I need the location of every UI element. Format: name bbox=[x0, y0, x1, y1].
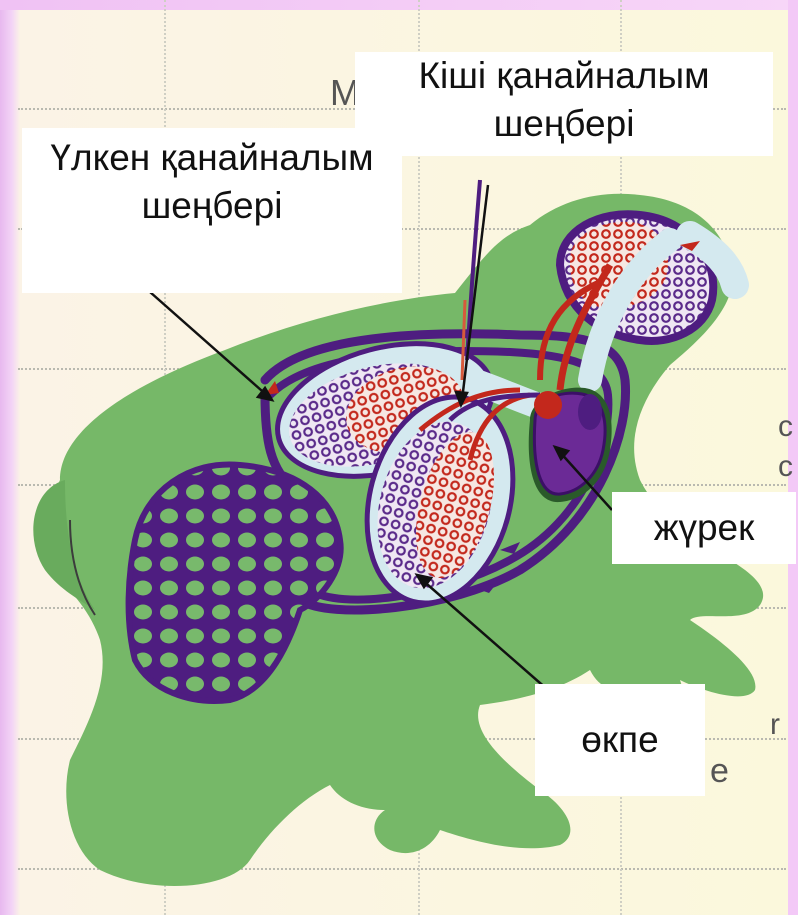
label-heart: жүрек bbox=[612, 492, 796, 564]
label-large-circulation: Үлкен қанайналым шеңбері bbox=[22, 128, 402, 293]
label-lung: өкпе bbox=[535, 684, 705, 796]
label-small-circulation: Кіші қанайналым шеңбері bbox=[355, 52, 773, 156]
